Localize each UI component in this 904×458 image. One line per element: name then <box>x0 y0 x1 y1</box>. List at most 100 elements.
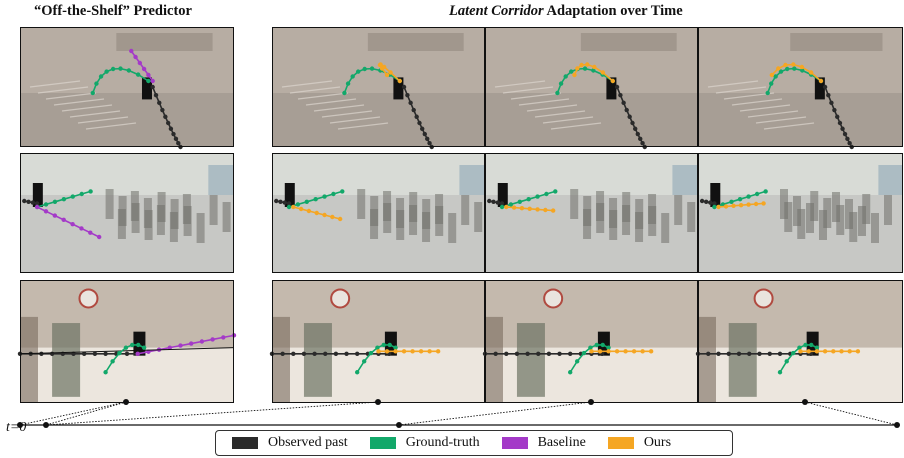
stair-step <box>747 110 799 118</box>
observed-past-point <box>837 120 843 126</box>
ours-point <box>381 64 387 70</box>
observed-past-point <box>536 351 541 356</box>
ours-point <box>401 349 407 354</box>
stair-step <box>518 98 570 106</box>
ours-point <box>314 210 319 216</box>
ground-truth-point <box>526 197 531 202</box>
stair-step <box>53 98 105 106</box>
observed-past-point <box>355 351 360 356</box>
ground-truth-point <box>553 189 558 194</box>
ours-point <box>818 78 824 84</box>
observed-past-point <box>635 131 640 137</box>
pedestrian-figure <box>383 191 392 221</box>
stair-step <box>297 92 349 100</box>
ground-truth-point <box>345 81 351 86</box>
ground-truth-point <box>558 81 564 86</box>
panel-border <box>698 153 903 273</box>
no-turn-sign-icon <box>78 288 99 309</box>
observed-past-point <box>826 92 831 98</box>
observed-past-point <box>408 100 413 106</box>
ground-truth-point <box>342 90 347 96</box>
observed-past-point <box>514 351 520 356</box>
no-turn-sign-icon <box>543 288 564 309</box>
observed-past-point <box>39 351 44 356</box>
stair-step <box>29 80 81 88</box>
ground-truth-point <box>304 199 309 204</box>
ground-truth-point <box>792 66 797 71</box>
ours-point <box>579 62 584 68</box>
observed-past-point <box>842 131 848 137</box>
ours-point <box>376 349 381 354</box>
platform-roof <box>580 33 677 51</box>
observed-past-point <box>425 136 430 142</box>
ground-truth-point <box>791 350 796 356</box>
crowd-sky <box>20 153 234 195</box>
observed-past-point <box>767 351 772 356</box>
panel-crowd-scene-adaptation-step-2 <box>485 153 698 273</box>
ground-truth-point <box>94 81 99 86</box>
ours-point <box>847 349 852 354</box>
ours-point <box>814 349 820 354</box>
ground-truth-point <box>765 90 770 96</box>
ground-truth-point <box>123 345 129 350</box>
observed-past-point <box>278 199 283 204</box>
panel-border <box>485 153 698 273</box>
observed-past-point <box>832 107 837 113</box>
pedestrian-figure <box>784 202 793 232</box>
stair-step <box>715 86 767 94</box>
stair-step <box>755 116 807 124</box>
ground-truth-point <box>797 345 802 350</box>
ours-point <box>384 72 390 78</box>
ground-truth-point <box>313 197 318 202</box>
observed-past-point <box>630 120 635 126</box>
ours-point <box>855 349 861 354</box>
ground-truth-point <box>286 204 292 210</box>
observed-past-point <box>499 201 505 206</box>
baseline-point <box>210 337 215 342</box>
ground-truth-point <box>737 197 743 202</box>
pedestrian-figure <box>370 209 379 239</box>
observed-swatch <box>232 437 258 449</box>
ours-point <box>623 349 628 354</box>
pedestrian-figure <box>862 194 871 224</box>
legend-item-ground-truth: Ground-truth <box>369 435 480 451</box>
stairs-shadow <box>485 93 698 147</box>
ground-truth-point <box>110 359 115 364</box>
observed-past-point <box>414 114 419 119</box>
observed-past-point <box>642 144 647 150</box>
panel-street-scene-adaptation-step-1 <box>269 280 485 403</box>
pedestrian-figure <box>474 202 483 232</box>
observed-past-point <box>150 84 155 90</box>
observed-past-point <box>845 136 850 142</box>
baseline-point <box>34 204 40 210</box>
pedestrian-figure <box>858 206 866 236</box>
tracked-person-box <box>393 77 404 100</box>
stair-step <box>526 104 578 112</box>
ground-truth-point <box>712 204 717 210</box>
panel-street-scene-adaptation-step-3 <box>695 280 903 403</box>
pedestrian-figure <box>182 194 191 224</box>
observed-past-point <box>344 351 349 356</box>
observed-past-point <box>487 198 492 204</box>
baseline-swatch <box>501 437 528 449</box>
ours-point <box>723 204 729 209</box>
ours-point <box>839 349 844 354</box>
tracked-person-box <box>814 77 825 100</box>
baseline-point <box>150 78 155 84</box>
ground-truth-point <box>784 66 790 72</box>
pedestrian-figure <box>871 213 879 243</box>
pedestrian-figure <box>849 212 858 242</box>
observed-past-point <box>568 351 573 356</box>
pedestrian-figure <box>793 196 801 226</box>
pedestrian-figure <box>222 202 231 232</box>
stair-step <box>289 86 341 94</box>
stair-step <box>502 86 554 94</box>
pedestrian-figure <box>435 194 444 224</box>
timeline-tick <box>894 422 900 428</box>
tent-shape <box>208 165 234 195</box>
ground-truth-point <box>729 199 734 204</box>
backpack-person <box>516 323 545 397</box>
stair-step <box>45 92 97 100</box>
ground-truth-point <box>361 359 367 364</box>
observed-past-point <box>103 351 108 356</box>
